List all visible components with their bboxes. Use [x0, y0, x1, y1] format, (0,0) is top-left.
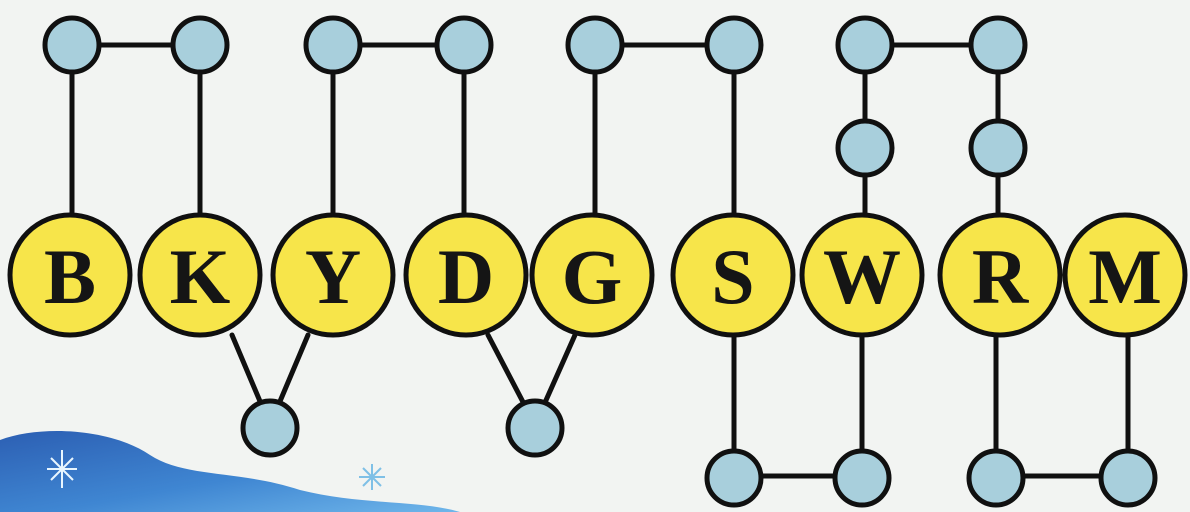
letter-label: R [972, 233, 1030, 320]
small-node [969, 451, 1023, 505]
small-node [508, 401, 562, 455]
letter-node-m: M [1065, 215, 1185, 335]
small-node [707, 18, 761, 72]
letter-label: G [562, 233, 623, 320]
small-node [243, 401, 297, 455]
letter-label: K [170, 233, 231, 320]
small-node [835, 451, 889, 505]
small-node [971, 18, 1025, 72]
small-node [45, 18, 99, 72]
decorative-blob [0, 431, 460, 512]
letter-node-k: K [140, 215, 260, 335]
letter-label: M [1088, 233, 1162, 320]
letter-label: S [711, 233, 754, 320]
letter-label: B [44, 233, 96, 320]
letter-label: Y [305, 233, 361, 320]
small-node [838, 121, 892, 175]
small-node [568, 18, 622, 72]
letter-node-g: G [532, 215, 652, 335]
sparkle-icon [359, 464, 385, 490]
letter-node-w: W [802, 215, 922, 335]
letter-node-b: B [10, 215, 130, 335]
small-node [173, 18, 227, 72]
small-node [707, 451, 761, 505]
letter-label: W [823, 233, 901, 320]
letter-node-y: Y [273, 215, 393, 335]
small-node [838, 18, 892, 72]
letter-node-d: D [406, 215, 526, 335]
small-node [437, 18, 491, 72]
letter-node-s: S [673, 215, 793, 335]
letter-node-r: R [940, 215, 1060, 335]
letter-label: D [438, 233, 494, 320]
small-node [306, 18, 360, 72]
small-node [971, 121, 1025, 175]
small-node [1101, 451, 1155, 505]
